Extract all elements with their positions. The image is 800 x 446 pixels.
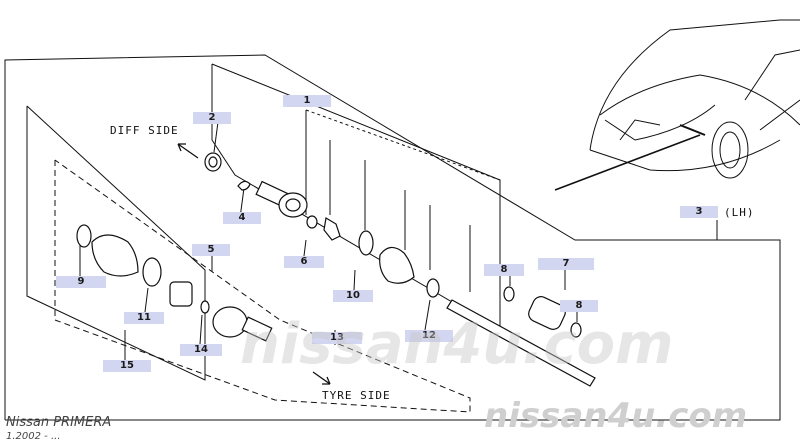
tyre-side-arrow xyxy=(312,371,331,385)
callout-8-lower: 8 xyxy=(560,300,598,312)
part-8-band-lower xyxy=(570,322,582,338)
callout-11: 11 xyxy=(124,312,164,324)
frame-dashed xyxy=(54,159,471,413)
part-11-band xyxy=(142,257,162,287)
part-5-cage xyxy=(169,281,193,307)
tyre-side-label: TYRE SIDE xyxy=(322,389,391,402)
callout-8-upper: 8 xyxy=(484,264,524,276)
watermark-center: nissan4u.com xyxy=(240,312,674,377)
callout-4: 4 xyxy=(223,212,261,224)
callout-14: 14 xyxy=(180,344,222,356)
part-4-clip xyxy=(237,180,251,191)
callout-15: 15 xyxy=(103,360,151,372)
part-8-band-upper xyxy=(503,286,515,302)
part-7-damper xyxy=(528,296,566,330)
part-tripod xyxy=(323,217,341,241)
callout-7: 7 xyxy=(538,258,594,270)
car-sketch xyxy=(554,19,800,191)
part-9-band xyxy=(76,224,92,248)
callout-12: 12 xyxy=(405,330,453,342)
part-12-band xyxy=(426,278,440,298)
callout-2: 2 xyxy=(193,112,231,124)
lh-label: (LH) xyxy=(724,206,755,219)
callout-5: 5 xyxy=(192,244,230,256)
frame-group-left xyxy=(26,105,206,381)
callout-10: 10 xyxy=(333,290,373,302)
part-drive-shaft xyxy=(446,299,596,387)
diff-side-arrow xyxy=(177,143,199,159)
callout-3: 3 xyxy=(680,206,718,218)
part-14-ring xyxy=(200,300,210,314)
frame-outer xyxy=(4,54,781,421)
callout-9: 9 xyxy=(56,276,106,288)
callout-13: 13 xyxy=(312,332,362,344)
part-outer-spline xyxy=(241,316,273,342)
watermark-corner: nissan4u.com xyxy=(484,396,748,436)
diff-side-label: DIFF SIDE xyxy=(110,124,179,137)
part-boot-inner xyxy=(379,246,415,284)
footer-model: Nissan PRIMERA xyxy=(6,415,112,430)
callout-6: 6 xyxy=(284,256,324,268)
part-outer-boot xyxy=(91,234,139,277)
footer-date: 1.2002 - ... xyxy=(6,431,61,442)
callout-1: 1 xyxy=(283,95,331,107)
part-6-circlip xyxy=(306,215,318,229)
part-boot-band xyxy=(358,230,374,256)
